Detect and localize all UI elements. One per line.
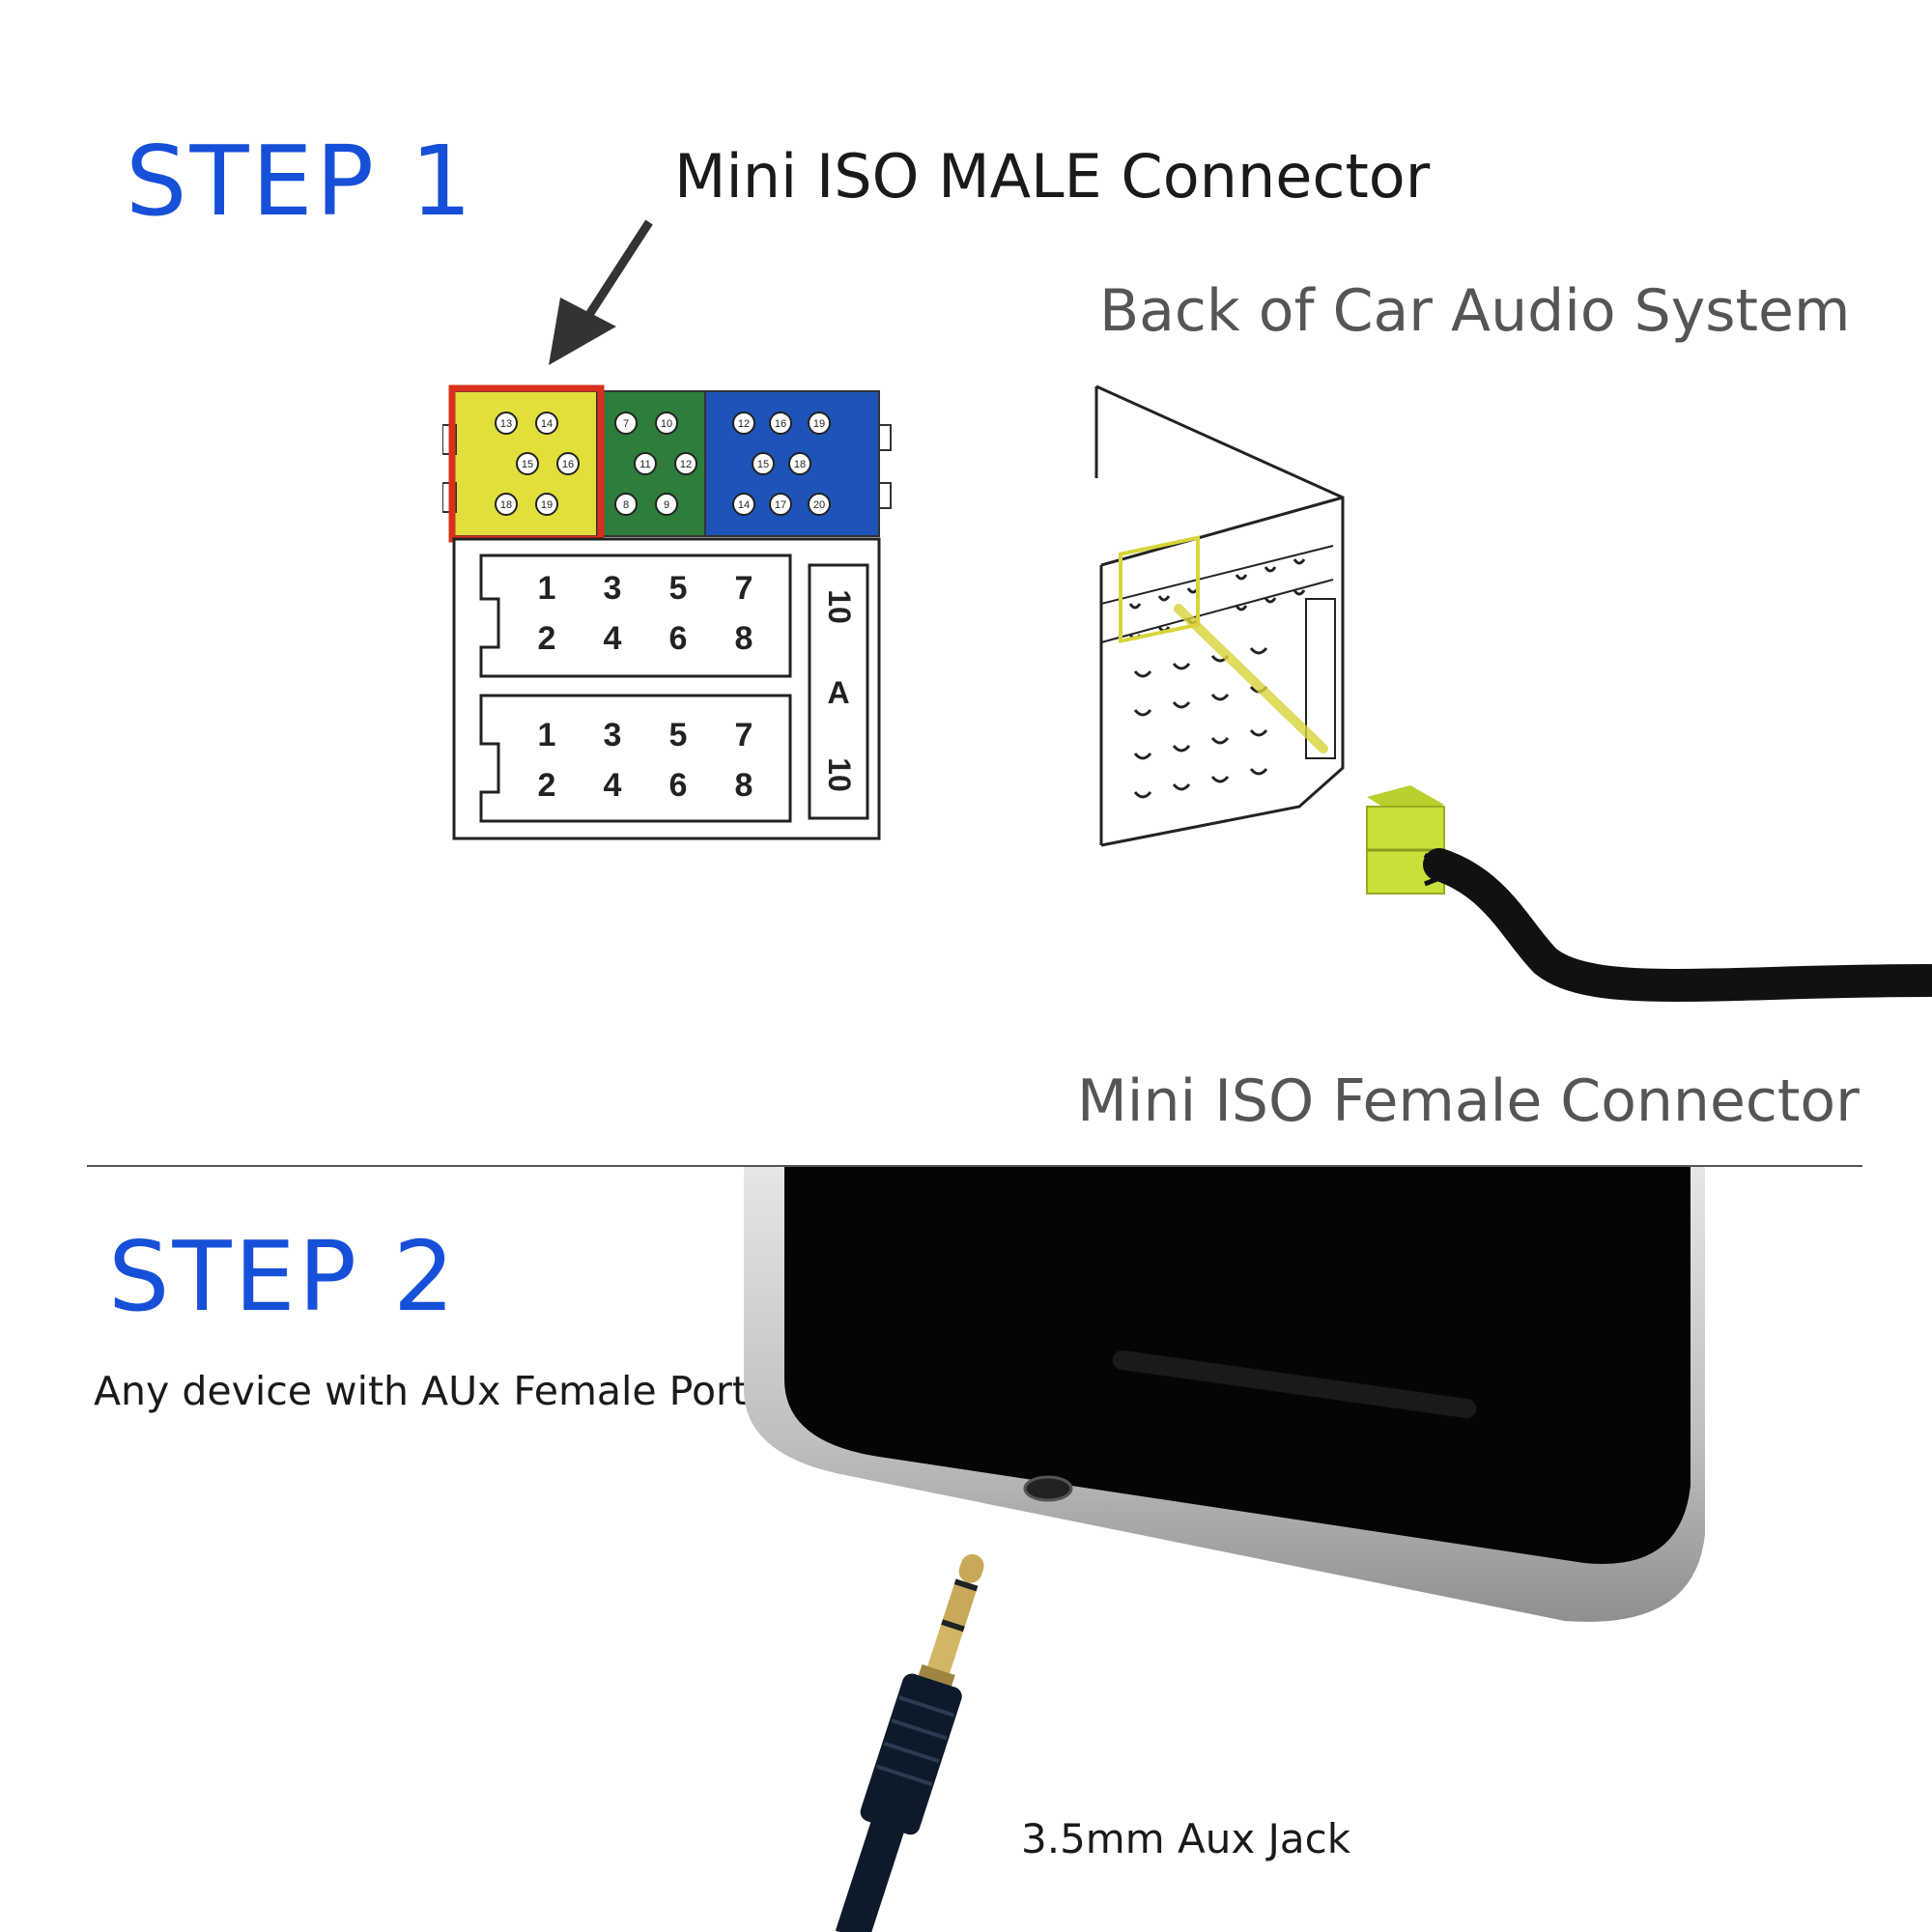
lower-pin-label: 5 <box>669 717 688 753</box>
step-2-title: STEP 2 <box>108 1220 458 1333</box>
male-connector-label: Mini ISO MALE Connector <box>674 141 1431 212</box>
pin-label: 8 <box>623 499 629 511</box>
device-label: Any device with AUx Female Port <box>94 1368 748 1414</box>
upper-pin-label: 8 <box>735 620 753 657</box>
upper-pin-label: 3 <box>604 570 622 607</box>
section-divider <box>87 1165 1862 1167</box>
pin-label: 12 <box>738 418 750 430</box>
aux-jack-illustration <box>835 1553 984 1932</box>
lower-pin-label: 8 <box>735 767 753 804</box>
car-audio-back-illustration <box>1094 384 1932 1002</box>
pin-label: 18 <box>794 459 806 470</box>
speaker-slot <box>1112 1350 1477 1419</box>
pin-label: 15 <box>757 459 769 470</box>
pin-label: 13 <box>500 418 512 430</box>
car-audio-label: Back of Car Audio System <box>1099 277 1851 345</box>
female-connector-label: Mini ISO Female Connector <box>1077 1067 1860 1135</box>
smartphone-illustration <box>744 1167 1705 1622</box>
pin-label: 18 <box>500 499 512 511</box>
upper-pin-block <box>479 554 792 678</box>
pin-label: 20 <box>813 499 825 511</box>
upper-pin-label: 7 <box>735 570 753 607</box>
socket-highlight <box>1119 535 1200 644</box>
pin-label: 17 <box>775 499 786 511</box>
pin-label: 14 <box>541 418 553 430</box>
lower-pin-label: 3 <box>604 717 622 753</box>
lower-pin-label: 2 <box>538 767 556 804</box>
pin-label: 14 <box>738 499 750 511</box>
cable <box>1423 848 1932 1002</box>
upper-pin-label: 1 <box>538 570 556 607</box>
jack-tip <box>958 1553 984 1583</box>
pin-label: 7 <box>623 418 629 430</box>
lower-pin-label: 1 <box>538 717 556 753</box>
pointer-arrow-icon <box>549 219 653 365</box>
yellow-pins <box>495 412 580 516</box>
pin-label: 16 <box>562 459 574 470</box>
pin-label: 9 <box>664 499 669 511</box>
jack-cable <box>835 1820 905 1932</box>
aux-port-icon <box>1023 1475 1073 1502</box>
jack-label: 3.5mm Aux Jack <box>1021 1815 1351 1862</box>
connector-guide-line <box>1174 604 1328 753</box>
iso-connector-diagram: 13 14 15 16 18 19 7 10 11 12 8 9 12 16 1… <box>442 384 892 840</box>
lower-pin-label: 7 <box>735 717 753 753</box>
fuse-label: 10 <box>822 757 857 792</box>
pin-label: 10 <box>661 418 672 430</box>
upper-pin-label: 5 <box>669 570 688 607</box>
pin-label: 11 <box>639 459 650 470</box>
lower-pin-block <box>479 694 792 823</box>
lower-pin-label: 4 <box>604 767 622 804</box>
upper-pin-label: 2 <box>538 620 556 657</box>
lower-pin-label: 6 <box>669 767 688 804</box>
pin-label: 16 <box>775 418 786 430</box>
step-1-title: STEP 1 <box>126 125 475 238</box>
female-connector-icon <box>1366 785 1445 895</box>
pin-label: 12 <box>680 459 692 470</box>
pin-label: 19 <box>813 418 825 430</box>
upper-pin-label: 4 <box>604 620 622 657</box>
pin-label: 15 <box>522 459 533 470</box>
pin-label: 19 <box>541 499 553 511</box>
fuse-label: A <box>827 675 849 710</box>
fuse-label: 10 <box>822 589 857 624</box>
upper-pin-label: 6 <box>669 620 688 657</box>
